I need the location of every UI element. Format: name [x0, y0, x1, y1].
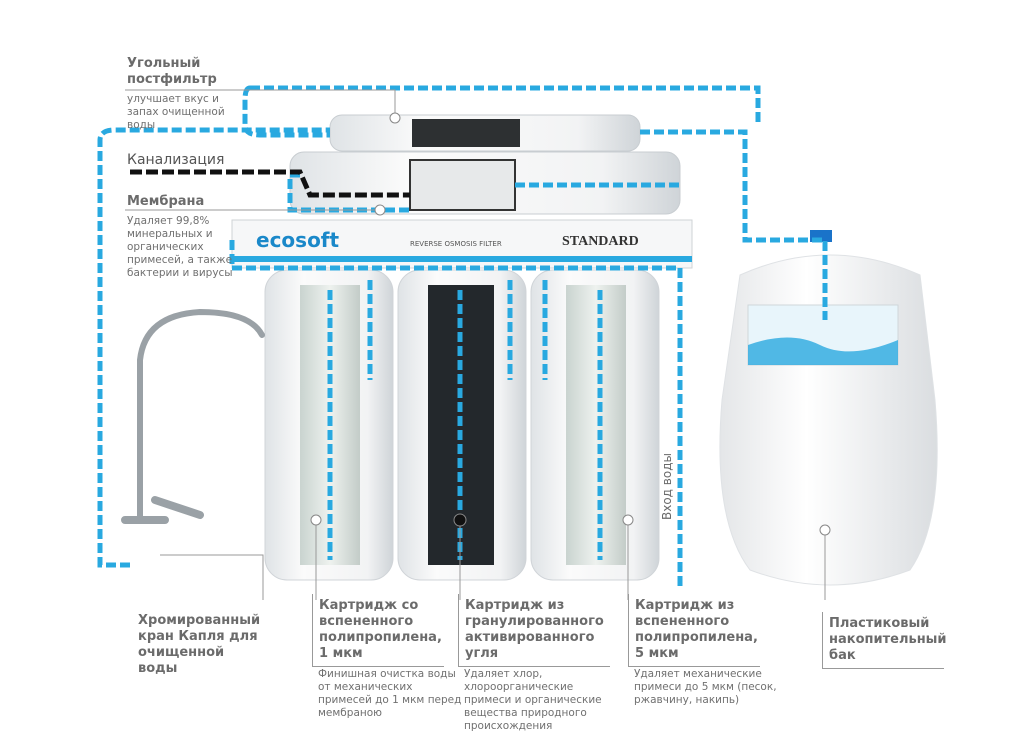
drain-line: [130, 169, 410, 198]
cartridge3-desc: Удаляет механические примеси до 5 мкм (п…: [634, 668, 777, 706]
membrane-desc: Удаляет 99,8% минеральных и органических…: [127, 215, 233, 279]
cartridge-housing-3: [530, 269, 660, 581]
drain-title: Канализация: [127, 152, 225, 168]
tank-title: Пластиковый накопительный бак: [822, 612, 947, 669]
inlet-label: Вход воды: [660, 453, 674, 520]
membrane-title: Мембрана: [127, 194, 205, 209]
cartridge1-title: Картридж со вспененного полипропилена, 1…: [312, 594, 444, 667]
postfilter-desc: улучшает вкус и запах очищенной воды: [127, 93, 225, 131]
cartridge3-title: Картридж из вспененного полипропилена, 5…: [628, 594, 760, 667]
brand-logo: ecosoft: [256, 228, 340, 252]
brand-model: STANDARD: [562, 234, 639, 249]
pointer-lines: [125, 89, 826, 600]
carbon-postfilter: [329, 114, 641, 152]
storage-tank: [719, 230, 938, 586]
faucet-title: Хромированный кран Капля для очищенной в…: [138, 613, 261, 676]
postfilter-title: Угольный постфильтр: [127, 56, 217, 87]
faucet: [121, 308, 265, 524]
brand-subtitle: REVERSE OSMOSIS FILTER: [410, 240, 502, 248]
pointer-dots: [310, 112, 831, 536]
cartridge1-desc: Финишная очистка воды от механических пр…: [318, 668, 462, 719]
cartridge2-title: Картридж из гранулированного активирован…: [458, 594, 610, 667]
cartridge2-desc: Удаляет хлор, хлороорганические примеси …: [464, 668, 602, 732]
